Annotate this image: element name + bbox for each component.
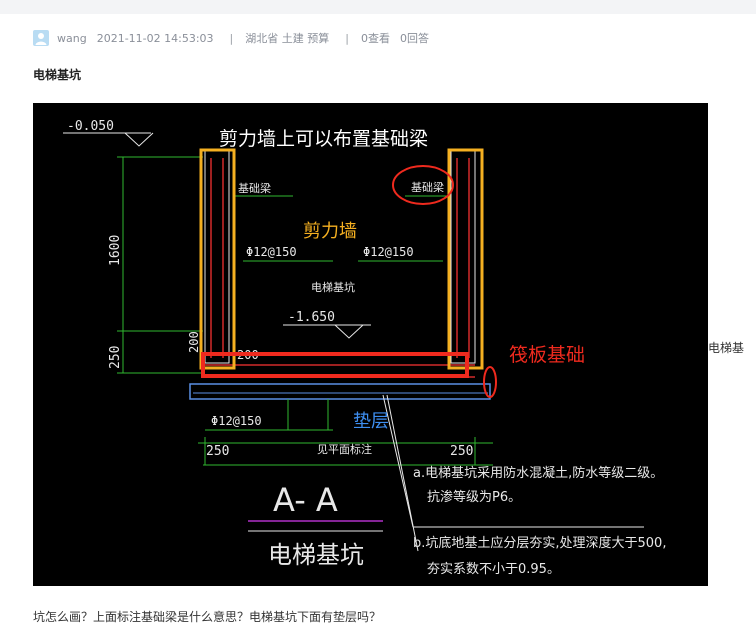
note-b-line1: b.坑底地基土应分层夯实,处理深度大于500, — [413, 535, 666, 551]
right-wall-highlight — [447, 148, 484, 370]
meta-separator: | — [229, 31, 234, 45]
annotation-wall-beam: 剪力墙上可以布置基础梁 — [219, 128, 428, 150]
author-name[interactable]: wang — [57, 31, 87, 45]
raft-highlight — [201, 352, 469, 378]
post-title: 电梯基坑 — [33, 68, 82, 82]
note-a-line1: a.电梯基坑采用防水混凝土,防水等级二级。 — [413, 465, 663, 481]
section-name: 电梯基坑 — [268, 541, 364, 569]
rebar-bottom-label: Φ12@150 — [211, 414, 262, 428]
dimension-200-vertical: 200 — [187, 331, 201, 353]
cad-drawing: -0.050 -1.650 1600 250 200 — [63, 119, 666, 577]
dimension-left-250: 250 — [206, 444, 229, 459]
post-tags[interactable]: 湖北省 土建 预算 — [245, 32, 330, 45]
left-wall-highlight — [199, 148, 236, 370]
post-card: wang 2021-11-02 14:53:03 | 湖北省 土建 预算 | 0… — [0, 14, 756, 637]
note-a-line2: 抗渗等级为P6。 — [427, 489, 521, 505]
cushion-circle — [483, 366, 497, 398]
annotation-raft: 筏板基础 — [509, 344, 585, 366]
annotation-shear-wall: 剪力墙 — [303, 221, 357, 242]
question-text: 坑怎么画？上面标注基础梁是什么意思？电梯基坑下面有垫层吗？ — [33, 610, 382, 624]
rebar-right-label: Φ12@150 — [363, 245, 414, 259]
post-meta: wang 2021-11-02 14:53:03 | 湖北省 土建 预算 | 0… — [33, 30, 439, 46]
image-alt-text: 电梯基 — [708, 341, 745, 355]
elevation-bottom-label: -1.650 — [288, 310, 335, 325]
section-mark: A- A — [273, 481, 338, 519]
dimension-1600: 1600 — [108, 235, 123, 266]
elevation-top-label: -0.050 — [67, 119, 114, 134]
beam-circle — [392, 165, 454, 205]
answer-count: 0回答 — [399, 32, 429, 45]
rebar-left-label: Φ12@150 — [246, 245, 297, 259]
meta-separator: | — [345, 31, 349, 45]
beam-right-label: 基础梁 — [411, 180, 444, 194]
view-count: 0查看 — [360, 32, 390, 45]
note-b-line2: 夯实系数不小于0.95。 — [427, 562, 560, 577]
post-datetime: 2021-11-02 14:53:03 — [96, 31, 214, 45]
user-avatar-icon[interactable] — [33, 30, 49, 46]
dimension-250-vertical: 250 — [108, 346, 123, 369]
post-image[interactable]: -0.050 -1.650 1600 250 200 — [33, 103, 708, 586]
beam-left-label: 基础梁 — [238, 181, 271, 195]
cushion-note: 见平面标注 — [317, 442, 372, 456]
pit-label-in-drawing: 电梯基坑 — [311, 280, 355, 294]
dimension-right-250: 250 — [450, 444, 473, 459]
annotation-cushion: 垫层 — [353, 411, 389, 432]
